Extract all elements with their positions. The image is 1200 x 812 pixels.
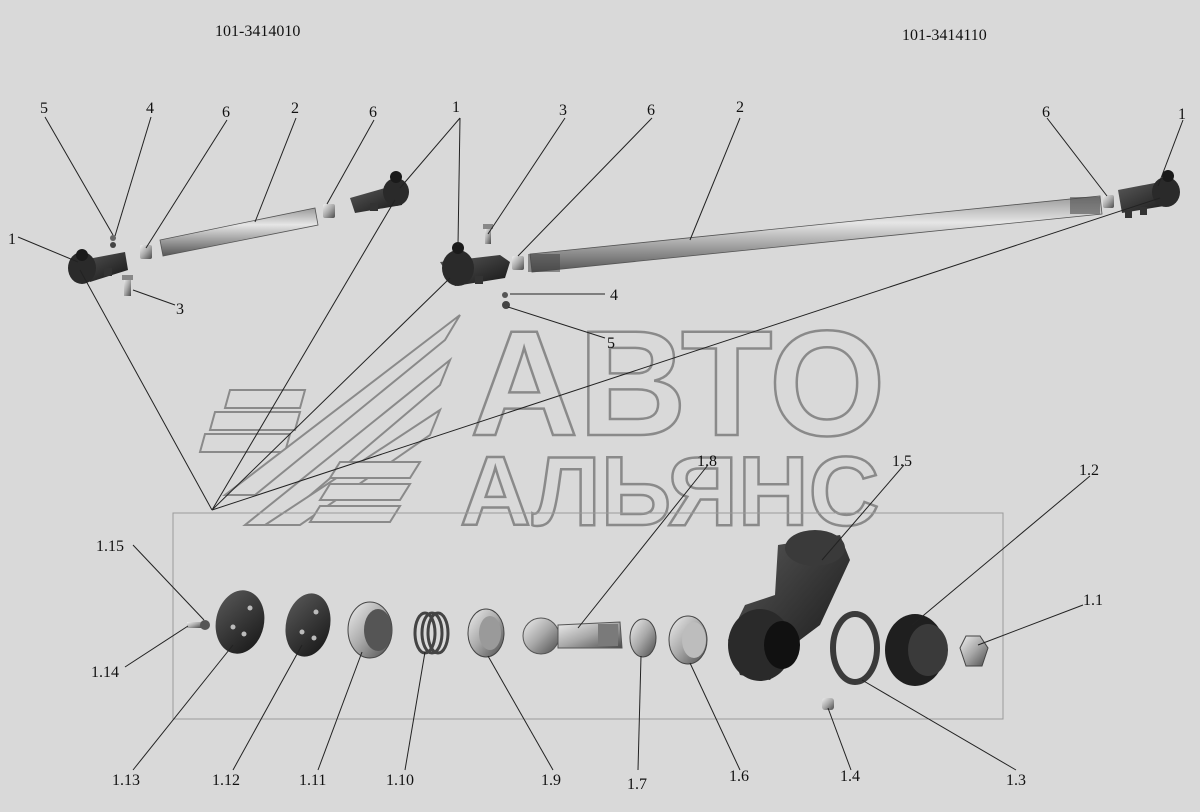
callouts-detail: 1.15 1.14 1.13 1.12 1.11 1.10 1.9 1.8 1.… xyxy=(91,453,1103,793)
left-tip-end-right xyxy=(350,171,409,213)
right-tip-end-left xyxy=(440,242,510,286)
left-tie-rod-assembly xyxy=(68,171,409,296)
callout-1-13: 1.13 xyxy=(112,772,140,789)
callout-1-1: 1.1 xyxy=(1083,592,1103,609)
callout-2: 2 xyxy=(291,100,299,117)
callout-1-12: 1.12 xyxy=(212,772,240,789)
callout-1-6: 1.6 xyxy=(729,768,749,785)
callout-1-9: 1.9 xyxy=(541,772,561,789)
callout-1-3: 1.3 xyxy=(1006,772,1026,789)
left-bolt xyxy=(122,275,133,296)
callouts-left-assembly: 5 4 6 2 6 1 3 xyxy=(8,100,377,318)
callout-3: 3 xyxy=(176,301,184,318)
callout-1b: 1 xyxy=(1178,106,1186,123)
callout-5: 5 xyxy=(607,335,615,352)
callout-1: 1 xyxy=(452,99,460,116)
callout-1-11: 1.11 xyxy=(299,772,326,789)
assembly-left-title: 101-3414010 xyxy=(215,23,300,40)
callout-6: 6 xyxy=(222,104,230,121)
callout-1-8: 1.8 xyxy=(697,453,717,470)
callout-1-4: 1.4 xyxy=(840,768,860,785)
callout-4: 4 xyxy=(146,100,154,117)
callout-1-14: 1.14 xyxy=(91,664,119,681)
callout-1-2: 1.2 xyxy=(1079,462,1099,479)
callout-3: 3 xyxy=(559,102,567,119)
detail-parts xyxy=(187,530,989,710)
callout-6: 6 xyxy=(647,102,655,119)
callout-1: 1 xyxy=(8,231,16,248)
assembly-right-title: 101-3414110 xyxy=(902,27,987,44)
callout-6b: 6 xyxy=(1042,104,1050,121)
callouts-right-assembly: 1 3 6 2 6 1 4 5 xyxy=(452,99,1186,352)
watermark-line2: АЛЬЯНС xyxy=(460,436,879,546)
right-tip-end-right xyxy=(1118,170,1180,218)
callout-1-15: 1.15 xyxy=(96,538,124,555)
watermark-logo: АВТО АЛЬЯНС xyxy=(198,298,887,547)
left-tip-end-left xyxy=(68,249,128,284)
callout-6b: 6 xyxy=(369,104,377,121)
callout-2: 2 xyxy=(736,99,744,116)
callout-1-5: 1.5 xyxy=(892,453,912,470)
detail-frame xyxy=(172,512,1004,720)
leader-lines xyxy=(17,116,1184,771)
callout-1-7: 1.7 xyxy=(627,776,647,793)
callout-1-10: 1.10 xyxy=(386,772,414,789)
callout-5: 5 xyxy=(40,100,48,117)
callout-4: 4 xyxy=(610,287,618,304)
ball-joint-housing xyxy=(728,530,850,681)
right-tie-rod-assembly xyxy=(440,170,1180,309)
watermark-line1: АВТО xyxy=(470,299,886,467)
